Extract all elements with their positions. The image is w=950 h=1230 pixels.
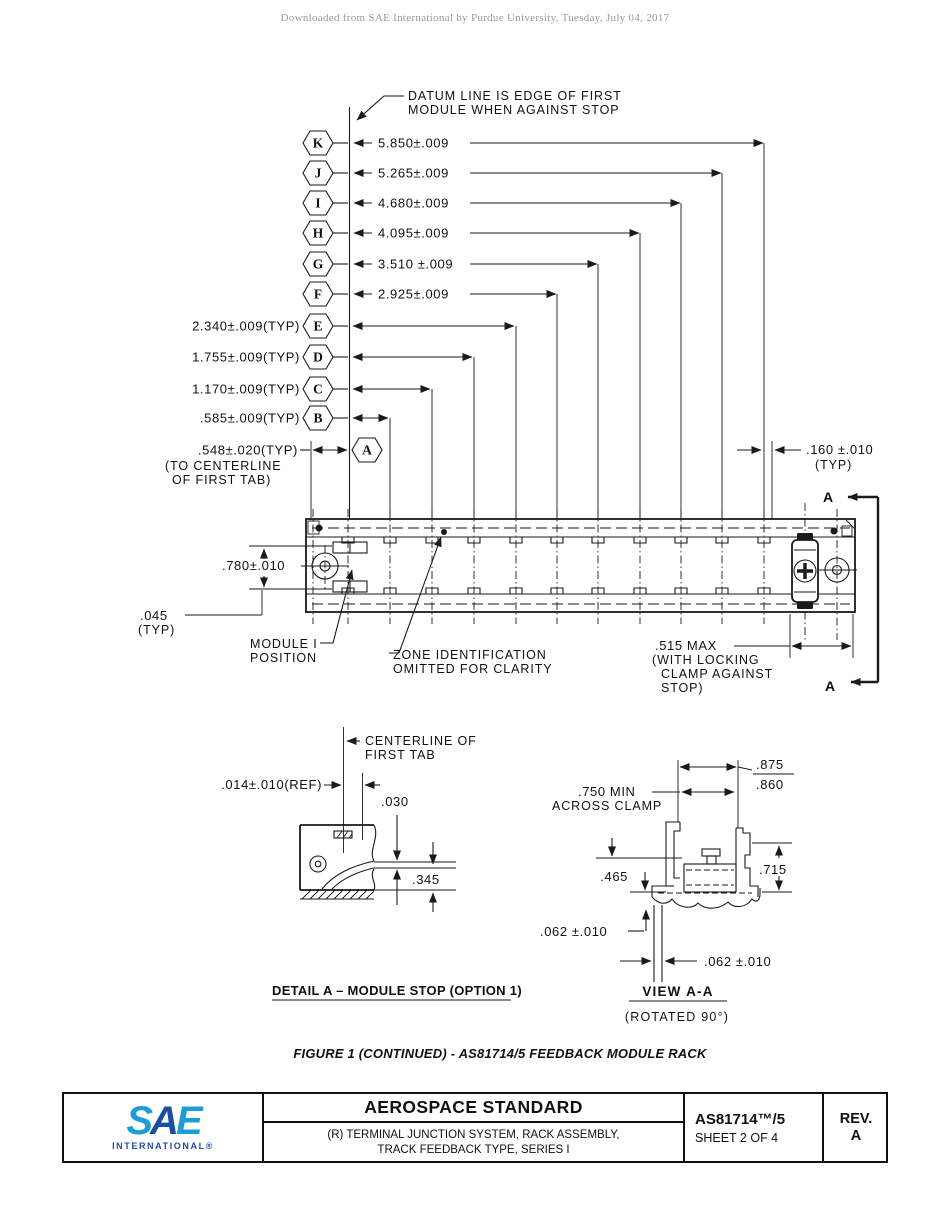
view-aa-subtitle: (ROTATED 90°) [625,1010,729,1024]
dim-k: 5.850±.009 [378,136,449,151]
dim-h: 4.095±.009 [378,226,449,241]
clamp-screw-icon [793,559,817,583]
datum-note-line2: MODULE WHEN AGAINST STOP [408,103,619,117]
section-label-bottom: A [825,678,836,694]
rack-assembly-view [301,503,857,640]
dim-014: .014±.010(REF) [221,777,322,792]
zone-label-j: J [315,166,322,181]
zone-label-a: A [362,443,372,458]
callout-leaders: MODULE I POSITION ZONE IDENTIFICATION OM… [250,529,552,676]
dim-045: .045 [140,608,168,623]
standard-subtitle-line2: TRACK FEEDBACK TYPE, SERIES I [377,1143,570,1156]
dim-715: .715 [759,862,787,877]
dim-875: .875 [756,757,784,772]
document-number: AS81714™/5 [695,1110,786,1128]
dim-160-typ-label: (TYP) [815,458,852,472]
technical-drawing: DATUM LINE IS EDGE OF FIRST MODULE WHEN … [138,89,880,1024]
revision-value: A [850,1127,862,1144]
dim-515-max: .515 MAX (WITH LOCKING CLAMP AGAINST STO… [652,614,854,695]
dim-a-note2: OF FIRST TAB) [172,473,271,487]
module-position-label2: POSITION [250,651,317,665]
dim-f: 2.925±.009 [378,287,449,302]
sheet-number: SHEET 2 OF 4 [695,1130,779,1145]
zone-note-line2: OMITTED FOR CLARITY [393,662,552,676]
dim-515-note2: CLAMP AGAINST [661,667,773,681]
detail-a-view: CENTERLINE OF FIRST TAB .014±.010(REF) .… [221,727,522,1001]
dim-030: .030 [381,794,409,809]
dim-160-typ: .160 ±.010 (TYP) [737,441,873,519]
dim-750-line2: ACROSS CLAMP [552,799,662,813]
centerline-note2: FIRST TAB [365,748,436,762]
mounting-hole-left [301,552,349,580]
dim-g: 3.510 ±.009 [378,257,453,272]
module-position-label1: MODULE I [250,637,318,651]
datum-note-line1: DATUM LINE IS EDGE OF FIRST [408,89,622,103]
dim-j: 5.265±.009 [378,166,449,181]
zone-label-c: C [313,382,323,397]
dim-750-line1: .750 MIN [578,784,636,799]
revision-label: REV. [839,1110,873,1127]
mounting-hole-right [817,557,857,583]
rack-side-dimensions: .780±.010 .045 (TYP) [138,545,332,637]
view-aa-title: VIEW A-A [642,984,713,999]
centerline-note1: CENTERLINE OF [365,734,477,748]
dim-515-note1: (WITH LOCKING [652,653,760,667]
title-block-number-cell: AS81714™/5 SHEET 2 OF 4 [685,1094,824,1161]
dim-465: .465 [600,869,628,884]
standard-subtitle: (R) TERMINAL JUNCTION SYSTEM, RACK ASSEM… [264,1123,683,1157]
dim-c: 1.170±.009(TYP) [192,382,300,397]
zone-label-f: F [314,287,322,302]
clamp-cross-section [651,821,761,909]
zone-dimension-rows: K 5.850±.009 J 5.265±.009 I 4.680±.009 H… [165,130,765,519]
dim-860: .860 [756,777,784,792]
sae-logo-icon: SAE [126,1099,202,1143]
dim-780: .780±.010 [222,558,285,573]
standard-title: AEROSPACE STANDARD [264,1094,683,1123]
title-block: SAE INTERNATIONAL® AEROSPACE STANDARD (R… [62,1092,888,1163]
section-a-markers: A A [823,489,880,694]
dim-a-note1: (TO CENTERLINE [165,459,282,473]
dim-a: .548±.020(TYP) [198,443,298,458]
download-watermark: Downloaded from SAE International by Pur… [280,12,670,24]
title-block-logo-cell: SAE INTERNATIONAL® [64,1094,264,1161]
module-position-tabs [332,541,368,593]
sae-logo-subtext: INTERNATIONAL® [112,1141,214,1151]
dim-e: 2.340±.009(TYP) [192,319,300,334]
section-label-top: A [823,489,834,505]
title-block-rev-cell: REV. A [824,1094,888,1161]
dim-045-typ: (TYP) [138,623,175,637]
dim-062-upper: .062 ±.010 [540,924,607,939]
dim-515-value: .515 MAX [655,638,717,653]
dim-160-value: .160 ±.010 [806,442,873,457]
locking-clamp [791,533,819,609]
zone-label-b: B [313,411,322,426]
dim-d: 1.755±.009(TYP) [192,350,300,365]
stop-pin-left [315,524,323,532]
datum-note: DATUM LINE IS EDGE OF FIRST MODULE WHEN … [348,89,622,519]
standard-subtitle-line1: (R) TERMINAL JUNCTION SYSTEM, RACK ASSEM… [327,1129,620,1141]
dim-b: .585±.009(TYP) [200,411,300,426]
figure-caption: FIGURE 1 (CONTINUED) - AS81714/5 FEEDBAC… [293,1046,707,1061]
zone-label-h: H [313,226,324,241]
dim-515-note3: STOP) [661,681,703,695]
stop-pin-right [830,527,838,535]
zone-label-e: E [313,319,322,334]
dim-i: 4.680±.009 [378,196,449,211]
dim-062-lower: .062 ±.010 [704,954,771,969]
zone-label-i: I [315,196,320,211]
dim-345: .345 [412,872,440,887]
title-block-title-cell: AEROSPACE STANDARD (R) TERMINAL JUNCTION… [264,1094,685,1161]
detail-a-title: DETAIL A – MODULE STOP (OPTION 1) [272,983,522,998]
zone-note-line1: ZONE IDENTIFICATION [393,648,547,662]
view-aa: .875 .860 .750 MIN ACROSS CLAMP .465 [540,757,794,1024]
zone-label-d: D [313,350,323,365]
zone-label-k: K [313,136,324,151]
zone-label-g: G [313,257,324,272]
